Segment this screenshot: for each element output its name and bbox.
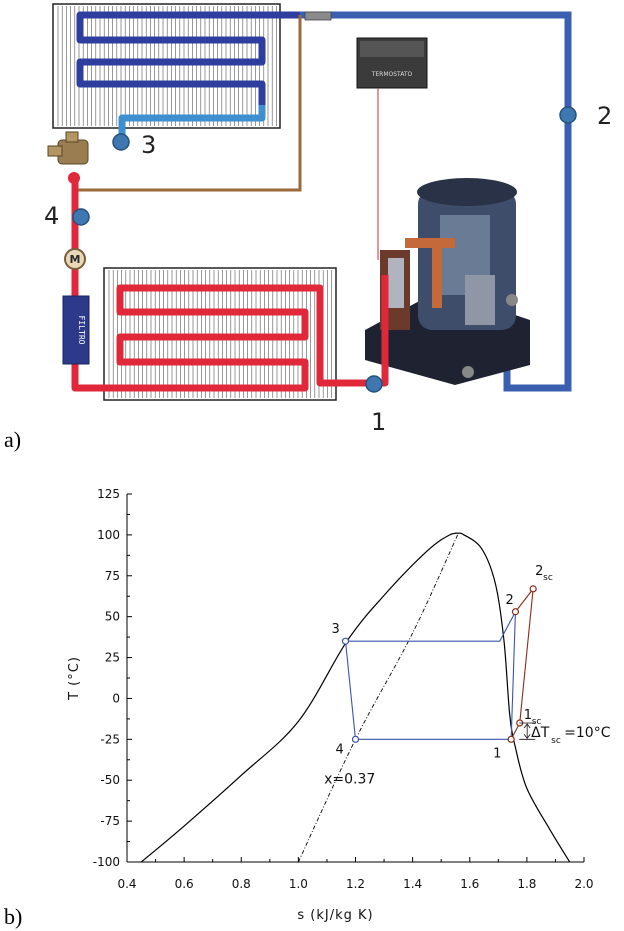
ts-diagram: 0.4 0.6 0.8 1.0 1.2 1.4 1.6 1.8 2.0 -100 -75 -50 -25…: [67, 487, 611, 923]
y-tick-label: 0: [112, 691, 120, 705]
delta-arrowhead-bottom: [523, 734, 531, 739]
suction-line: [300, 11, 572, 392]
y-tick-label: 50: [105, 610, 120, 624]
state-point-label: 1: [524, 708, 532, 723]
filter: FILTRO: [62, 295, 90, 365]
series-quality-line: [297, 533, 459, 863]
x-axis-title: s (kJ/kg K): [297, 908, 373, 923]
y-tick-label: -100: [93, 855, 120, 869]
state-point-1: [507, 735, 515, 743]
delta-arrowhead-top: [523, 723, 531, 729]
y-tick-label: 25: [105, 651, 120, 665]
x-tick-label: 1.2: [346, 877, 365, 891]
evaporator-coil-light: [118, 105, 266, 140]
y-tick-label: 75: [105, 569, 120, 583]
state-marker-4: [72, 208, 90, 226]
state-marker-2: [559, 106, 577, 124]
evaporator: [52, 3, 281, 129]
compressor: [365, 178, 530, 385]
circuit-diagram: TERMOSTATO FILTRO: [4, 3, 612, 452]
thermostat: TERMOSTATO: [356, 37, 428, 89]
state-point-4: [351, 735, 360, 743]
y-tick-label: 125: [97, 487, 120, 501]
quality-label: x=0.37: [324, 771, 375, 787]
series-ideal-cycle: [344, 611, 516, 740]
sensor-box: [304, 11, 332, 21]
state-point-label: 3: [332, 622, 340, 637]
state-marker-1: [365, 375, 383, 393]
meter-label: M: [70, 253, 81, 266]
y-tick-label: -75: [100, 814, 120, 828]
state-point-subscript: sc: [532, 717, 542, 727]
state-number-3: 3: [141, 131, 156, 159]
expansion-valve: [47, 131, 89, 184]
delta-t-subscript: sc: [551, 736, 561, 746]
state-point-3: [341, 637, 350, 645]
y-axis-title: T (°C): [67, 656, 82, 701]
panel-b-label: b): [4, 904, 22, 929]
state-point-subscript: sc: [543, 573, 553, 583]
state-point-2: [511, 608, 520, 616]
series-saturation-liquid: [140, 532, 462, 863]
capillary-line: [75, 15, 302, 192]
state-point-label: 2: [505, 593, 513, 608]
delta-t-value: =10°C: [564, 725, 611, 741]
state-point-2sc: [529, 585, 537, 593]
filter-label: FILTRO: [77, 316, 86, 345]
y-tick-label: 100: [97, 528, 120, 542]
meter: M: [64, 248, 86, 270]
state-point-label: 1: [493, 746, 501, 761]
x-tick-label: 2.0: [574, 877, 593, 891]
condenser-coil: [71, 284, 389, 392]
x-tick-label: 1.6: [460, 877, 479, 891]
y-tick-label: -25: [100, 732, 120, 746]
x-tick-label: 1.4: [403, 877, 422, 891]
x-tick-label: 1.8: [517, 877, 536, 891]
state-number-1: 1: [371, 408, 386, 436]
state-number-2: 2: [597, 102, 612, 130]
evaporator-coil-dark: [76, 11, 300, 105]
x-tick-label: 0.6: [175, 877, 194, 891]
x-tick-label: 1.0: [289, 877, 308, 891]
series-saturation-vapor: [460, 532, 571, 863]
state-marker-3: [112, 133, 130, 151]
y-tick-label: -50: [100, 773, 120, 787]
state-point-label: 4: [336, 742, 344, 757]
thermostat-label: TERMOSTATO: [371, 71, 413, 78]
x-tick-label: 0.8: [232, 877, 251, 891]
state-number-4: 4: [44, 202, 59, 230]
panel-a-label: a): [4, 427, 21, 452]
state-point-label: 2: [535, 564, 543, 579]
delta-t-label: ΔT: [531, 725, 550, 741]
x-tick-label: 0.4: [117, 877, 136, 891]
series-superheated-cycle: [510, 587, 534, 740]
